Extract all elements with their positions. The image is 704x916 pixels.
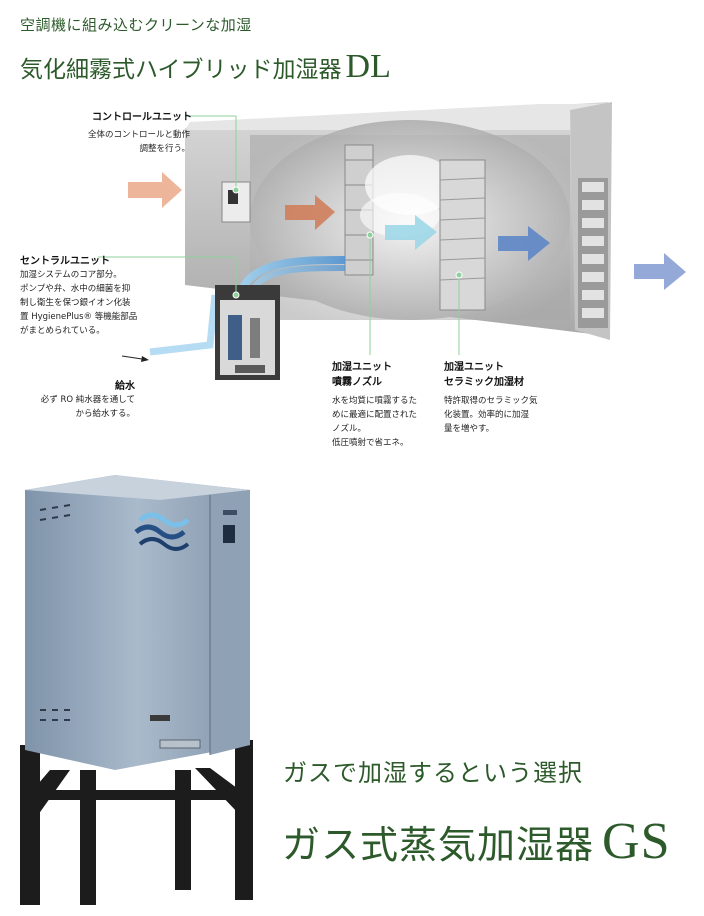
steel-stand <box>20 740 253 905</box>
ceramic-unit-line: 化装置。効率的に加湿 <box>444 410 530 420</box>
brand-logo-icon <box>138 512 190 528</box>
central-unit-line: 置 HygienePlus® 等機能部品 <box>20 312 138 322</box>
gs-product-model: GS <box>602 813 671 870</box>
airflow-arrows <box>128 172 686 290</box>
gs-humidifier-image <box>20 475 253 905</box>
control-unit-line: 調整を行う。 <box>139 144 191 154</box>
ceramic-unit-line: 特許取得のセラミック気 <box>444 396 538 406</box>
nozzle-unit-desc: 水を均質に噴霧するた めに最適に配置された ノズル。 低圧噴射で省エネ。 <box>332 394 417 450</box>
control-unit-title: コントロールユニット <box>92 112 192 123</box>
central-unit-title: セントラルユニット <box>20 256 110 267</box>
air-warm-arrow <box>285 195 335 230</box>
nozzle-unit-title: 加湿ユニット <box>332 362 392 373</box>
water-supply-line: から給水する。 <box>75 409 135 419</box>
product-model: DL <box>345 48 391 85</box>
gs-tagline: ガスで加湿するという選択 <box>283 759 583 787</box>
leader-lines <box>98 115 463 355</box>
ceramic-unit-line: 量を増やす。 <box>444 424 495 434</box>
page-subtitle: 空調機に組み込むクリーンな加湿 <box>20 16 252 34</box>
air-out-arrow <box>634 253 686 290</box>
water-supply-arrow <box>121 355 149 362</box>
central-unit-desc: 加湿システムのコア部分。 ポンプや弁、水中の細菌を抑 制し衛生を保つ銀イオン化装… <box>20 268 180 338</box>
air-humid-arrow <box>498 226 550 261</box>
nozzle-unit-label: 加湿ユニット 噴霧ノズル 水を均質に噴霧するた めに最適に配置された ノズル。 … <box>332 358 417 450</box>
gs-product-name: ガス式蒸気加湿器 <box>282 823 595 867</box>
leader-central <box>98 256 237 295</box>
central-unit-box <box>215 285 280 380</box>
air-in-arrow <box>128 172 182 208</box>
nozzle-unit-line: 水を均質に噴霧するた <box>332 396 418 406</box>
ceramic-media <box>439 159 486 311</box>
water-supply-line: 必ず RO 純水器を通して <box>40 395 135 405</box>
control-unit-desc: 全体のコントロールと動作 調整を行う。 <box>80 128 190 156</box>
nozzle-unit-line: ノズル。 <box>332 424 367 434</box>
water-supply-desc: 必ず RO 純水器を通して から給水する。 <box>20 393 135 421</box>
ceramic-unit-title: 加湿ユニット <box>444 362 504 373</box>
leader-control <box>185 115 237 190</box>
nozzle-rack <box>344 144 455 276</box>
air-mist-arrow <box>385 215 437 250</box>
outlet-louvers <box>578 178 608 328</box>
water-supply-title: 給水 <box>115 381 135 392</box>
nozzle-unit-line: 低圧噴射で省エネ。 <box>332 438 409 448</box>
control-unit-line: 全体のコントロールと動作 <box>87 130 190 140</box>
central-unit-line: ポンプや弁、水中の細菌を抑 <box>20 284 131 294</box>
product-name: 気化細霧式ハイブリッド加湿器 <box>20 57 342 83</box>
control-unit-label: コントロールユニット <box>92 108 192 123</box>
cabinet <box>25 475 250 770</box>
ceramic-unit-desc: 特許取得のセラミック気 化装置。効率的に加湿 量を増やす。 <box>444 394 538 436</box>
central-unit-line: 制し衛生を保つ銀イオン化装 <box>20 298 131 308</box>
central-unit-line: がまとめられている。 <box>20 326 105 336</box>
central-unit-line: 加湿システムのコア部分。 <box>20 270 122 280</box>
dl-humidifier-illustration <box>98 102 686 380</box>
ceramic-unit-subtitle: セラミック加湿材 <box>444 377 524 388</box>
ceramic-unit-label: 加湿ユニット セラミック加湿材 特許取得のセラミック気 化装置。効率的に加湿 量… <box>444 358 538 436</box>
nozzle-unit-subtitle: 噴霧ノズル <box>332 377 382 388</box>
nozzle-unit-line: めに最適に配置された <box>332 410 418 420</box>
